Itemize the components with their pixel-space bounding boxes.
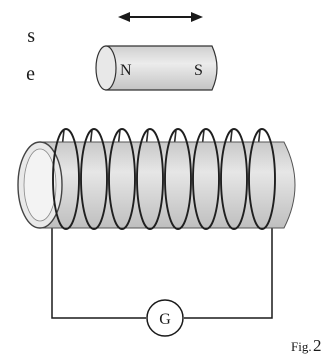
figure-caption-prefix: Fig. — [291, 339, 312, 354]
figure-caption: Fig. 2 — [291, 336, 322, 355]
magnet-north-label: N — [120, 62, 132, 79]
coil-front-loops — [52, 128, 276, 230]
magnet-south-label: S — [194, 62, 203, 79]
cut-off-text-fragment-top: s — [27, 25, 35, 47]
bar-magnet: N S — [95, 45, 218, 91]
galvanometer-label: G — [159, 311, 171, 328]
figure-caption-number: 2 — [313, 336, 322, 355]
galvanometer: G — [146, 299, 184, 337]
double-headed-arrow-icon — [118, 12, 203, 22]
cut-off-text-fragment-bottom: e — [26, 63, 35, 85]
circuit-wire — [51, 228, 273, 319]
solenoid-core — [17, 141, 296, 229]
